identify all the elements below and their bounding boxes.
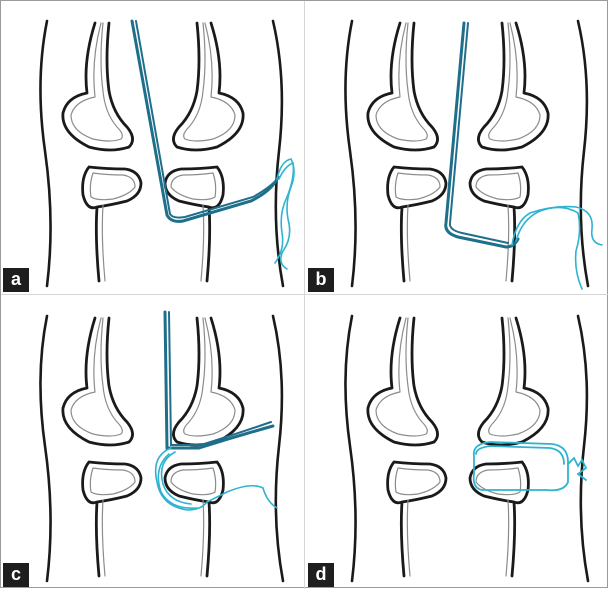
right-lumen-upper bbox=[173, 318, 243, 445]
panel-b-drawing bbox=[306, 1, 608, 294]
right-lumen-upper bbox=[478, 23, 548, 150]
vessel-wall-left bbox=[40, 316, 50, 581]
right-lumen-upper-inner bbox=[184, 318, 235, 436]
right-lumen-lower bbox=[165, 462, 223, 576]
panel-b: b bbox=[306, 1, 608, 294]
vessel-wall-right bbox=[578, 21, 588, 286]
left-lumen-lower bbox=[83, 462, 141, 576]
left-lumen-upper bbox=[368, 318, 438, 445]
panel-d-drawing bbox=[306, 296, 608, 589]
guidewire bbox=[474, 442, 586, 490]
panel-label: a bbox=[3, 268, 29, 292]
vessel-wall-left bbox=[345, 316, 355, 581]
vessel-wall-right bbox=[273, 316, 283, 581]
left-lumen-upper bbox=[63, 23, 133, 150]
left-lumen-upper-inner bbox=[71, 318, 122, 436]
vessel-anatomy bbox=[40, 21, 283, 286]
panel-label: d bbox=[308, 563, 334, 587]
panel-divider-vertical bbox=[304, 1, 305, 589]
right-lumen-upper-inner bbox=[489, 23, 540, 141]
panel-d: d bbox=[306, 296, 608, 589]
vessel-anatomy bbox=[345, 21, 588, 286]
vessel-wall-left bbox=[40, 21, 50, 286]
panel-label: c bbox=[3, 563, 29, 587]
panel-a-drawing bbox=[1, 1, 304, 294]
vessel-anatomy bbox=[40, 316, 283, 581]
panel-label: b bbox=[308, 268, 334, 292]
vessel-wall-left bbox=[345, 21, 355, 286]
left-lumen-lower bbox=[388, 167, 446, 281]
panel-divider-horizontal bbox=[1, 294, 608, 295]
left-lumen-upper-inner bbox=[376, 23, 427, 141]
catheter bbox=[446, 23, 518, 247]
right-lumen-upper bbox=[173, 23, 243, 150]
right-lumen-lower bbox=[165, 167, 223, 281]
panel-c: c bbox=[1, 296, 304, 589]
left-lumen-lower bbox=[388, 462, 446, 576]
guidewire bbox=[512, 207, 602, 289]
right-lumen-upper-inner bbox=[489, 318, 540, 436]
panel-a: a bbox=[1, 1, 304, 294]
catheter bbox=[132, 21, 279, 221]
left-lumen-upper bbox=[368, 23, 438, 150]
panel-c-drawing bbox=[1, 296, 304, 589]
right-lumen-upper bbox=[478, 318, 548, 445]
left-lumen-upper-inner bbox=[71, 23, 122, 141]
left-lumen-lower bbox=[83, 167, 141, 281]
right-lumen-upper-inner bbox=[184, 23, 235, 141]
right-lumen-lower bbox=[470, 462, 528, 576]
left-lumen-upper bbox=[63, 318, 133, 445]
left-lumen-upper-inner bbox=[376, 318, 427, 436]
vessel-wall-right bbox=[578, 316, 588, 581]
